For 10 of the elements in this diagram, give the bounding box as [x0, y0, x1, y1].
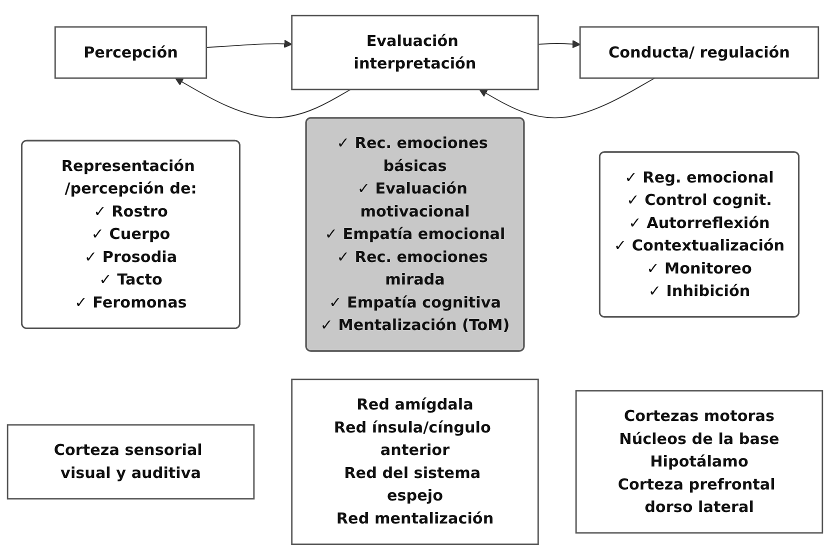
node-box: Percepción	[54, 26, 208, 79]
arrow	[206, 40, 292, 48]
node-box: Conducta/ regulación	[579, 26, 820, 79]
node-box: Cortezas motoras Núcleos de la base Hipotálamo Corteza prefrontal dorso lateral	[575, 390, 824, 534]
node-box: Corteza sensorial visual y auditiva	[6, 424, 255, 500]
arrow	[538, 40, 580, 48]
arrow	[175, 78, 352, 118]
arrow	[479, 78, 656, 118]
node-box: Evaluación interpretación	[291, 14, 539, 90]
node-box: Red amígdala Red ínsula/cíngulo anterior Red del sistema espejo Red mentalización	[291, 378, 539, 546]
